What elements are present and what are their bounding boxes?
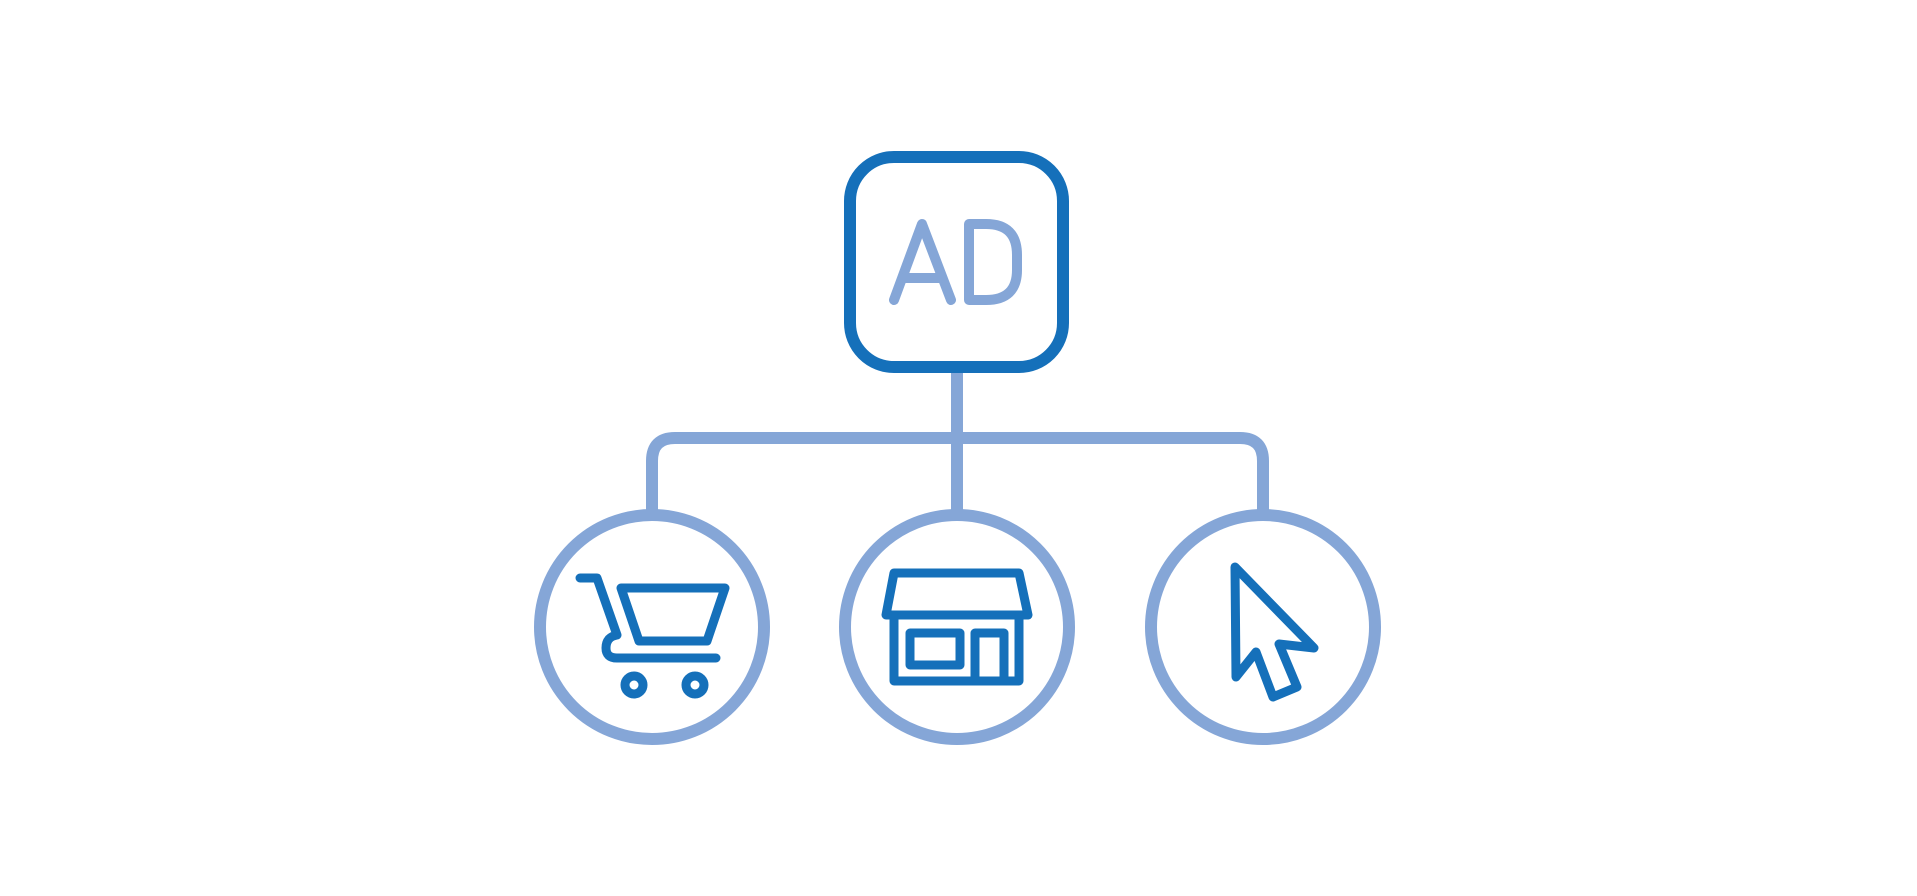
child-node-circle xyxy=(1145,509,1381,745)
child-node-cart xyxy=(534,509,770,745)
storefront-icon xyxy=(881,568,1033,686)
cart-basket xyxy=(616,583,730,646)
cart-wheel-right xyxy=(681,671,709,699)
cart-wheel-left xyxy=(620,671,648,699)
mouse-pointer-icon xyxy=(1230,562,1319,702)
child-node-circle xyxy=(839,509,1075,745)
root-node: AD xyxy=(844,151,1069,373)
child-node-pointer xyxy=(1145,509,1381,745)
ad-badge-icon xyxy=(889,219,1022,305)
store-window xyxy=(905,628,965,670)
store-body xyxy=(889,610,1024,686)
connector-lines xyxy=(646,372,1269,512)
store-awning xyxy=(881,568,1033,620)
store-door xyxy=(970,628,1009,686)
shopping-cart-icon xyxy=(575,573,730,699)
branch-connector xyxy=(646,432,1269,512)
child-node-store xyxy=(839,509,1075,745)
child-node-circle xyxy=(534,509,770,745)
cart-handle xyxy=(575,573,721,663)
root-node-frame xyxy=(844,151,1069,373)
ad-letter-d xyxy=(964,219,1022,305)
